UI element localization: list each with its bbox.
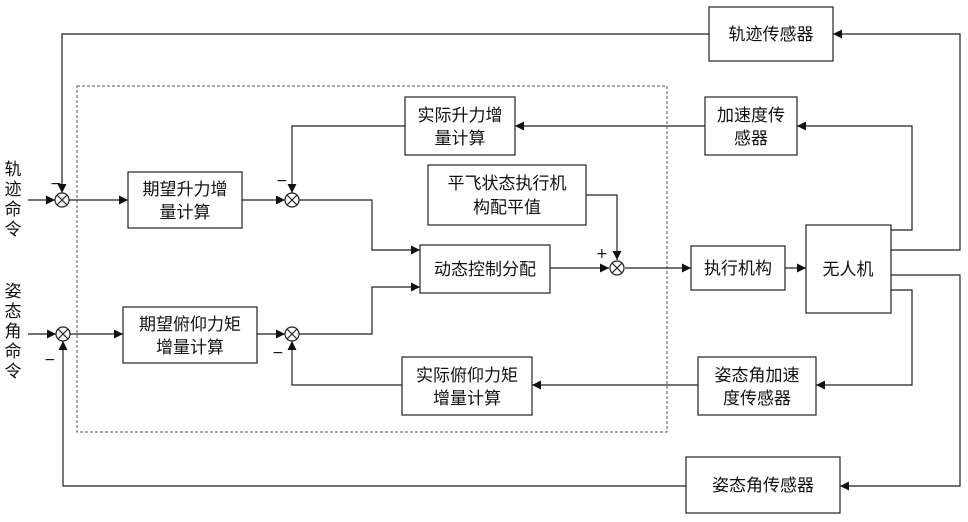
svg-text:增量计算: 增量计算	[433, 389, 501, 409]
svg-text:量计算: 量计算	[435, 129, 486, 149]
svg-text:迹: 迹	[5, 180, 22, 200]
svg-text:姿态角加速: 姿态角加速	[715, 366, 800, 386]
svg-text:增量计算: 增量计算	[156, 338, 224, 358]
summing-junction-attitude	[56, 327, 70, 341]
svg-text:轨迹传感器: 轨迹传感器	[729, 25, 814, 45]
svg-text:实际俯仰力矩: 实际俯仰力矩	[416, 366, 518, 386]
sign-minus-attitude: −	[44, 352, 56, 368]
sign-minus-trajectory: −	[50, 176, 62, 192]
svg-text:角: 角	[5, 322, 22, 342]
summing-junction-trajectory	[55, 193, 69, 207]
svg-text:无人机: 无人机	[823, 260, 874, 280]
svg-text:姿: 姿	[5, 282, 22, 302]
wire-uav-to-accel-sensor	[797, 126, 912, 230]
svg-text:态: 态	[5, 302, 22, 322]
block-trajectory-sensor: 轨迹传感器	[709, 7, 833, 61]
wire-sum3-to-allocation	[299, 287, 420, 334]
svg-text:期望升力增: 期望升力增	[143, 180, 228, 200]
sign-plus-output: +	[596, 246, 608, 262]
block-trim-values: 平飞状态执行机 构配平值	[428, 165, 586, 225]
block-dynamic-allocation: 动态控制分配	[420, 245, 550, 293]
block-attitude-accel-sensor: 姿态角加速 度传感器	[698, 357, 816, 415]
svg-text:动态控制分配: 动态控制分配	[434, 260, 536, 280]
wire-sum2-to-allocation	[299, 200, 420, 250]
svg-text:姿态角传感器: 姿态角传感器	[712, 476, 814, 496]
svg-text:轨: 轨	[5, 160, 22, 180]
svg-text:加速度传: 加速度传	[717, 106, 785, 126]
svg-text:实际升力增: 实际升力增	[418, 106, 503, 126]
svg-text:命: 命	[5, 200, 22, 220]
svg-text:令: 令	[5, 220, 22, 240]
wire-uav-to-trajectory-sensor	[833, 34, 960, 250]
wire-actual-lift-to-sum2	[292, 126, 405, 193]
summing-junction-pitch	[285, 327, 299, 341]
block-actual-lift-increment: 实际升力增 量计算	[405, 97, 515, 155]
input-label-trajectory-command: 轨 迹 命 令	[5, 160, 22, 240]
svg-text:期望俯仰力矩: 期望俯仰力矩	[139, 315, 241, 335]
controller-boundary	[77, 86, 667, 432]
sign-minus-pitch: −	[272, 345, 284, 361]
summing-junction-output	[610, 261, 624, 275]
sign-minus-lift: −	[276, 173, 288, 189]
wire-actual-pitch-to-sum3	[292, 341, 402, 385]
svg-text:量计算: 量计算	[160, 203, 211, 223]
block-desired-lift-increment: 期望升力增 量计算	[128, 172, 242, 228]
block-actuator: 执行机构	[691, 246, 785, 290]
block-desired-pitch-increment: 期望俯仰力矩 增量计算	[123, 307, 257, 363]
svg-text:构配平值: 构配平值	[473, 198, 541, 218]
block-actual-pitch-increment: 实际俯仰力矩 增量计算	[402, 357, 532, 415]
svg-text:度传感器: 度传感器	[723, 389, 791, 409]
block-uav: 无人机	[806, 225, 891, 313]
input-label-attitude-command: 姿 态 角 命 令	[5, 282, 22, 382]
summing-junction-lift	[285, 193, 299, 207]
wire-trajectory-feedback	[62, 34, 709, 193]
svg-text:执行机构: 执行机构	[704, 259, 772, 279]
svg-text:平飞状态执行机: 平飞状态执行机	[448, 174, 567, 194]
svg-text:感器: 感器	[734, 129, 768, 149]
block-accel-sensor: 加速度传 感器	[705, 97, 797, 155]
svg-text:命: 命	[5, 342, 22, 362]
svg-text:令: 令	[5, 362, 22, 382]
block-attitude-sensor: 姿态角传感器	[686, 457, 840, 513]
